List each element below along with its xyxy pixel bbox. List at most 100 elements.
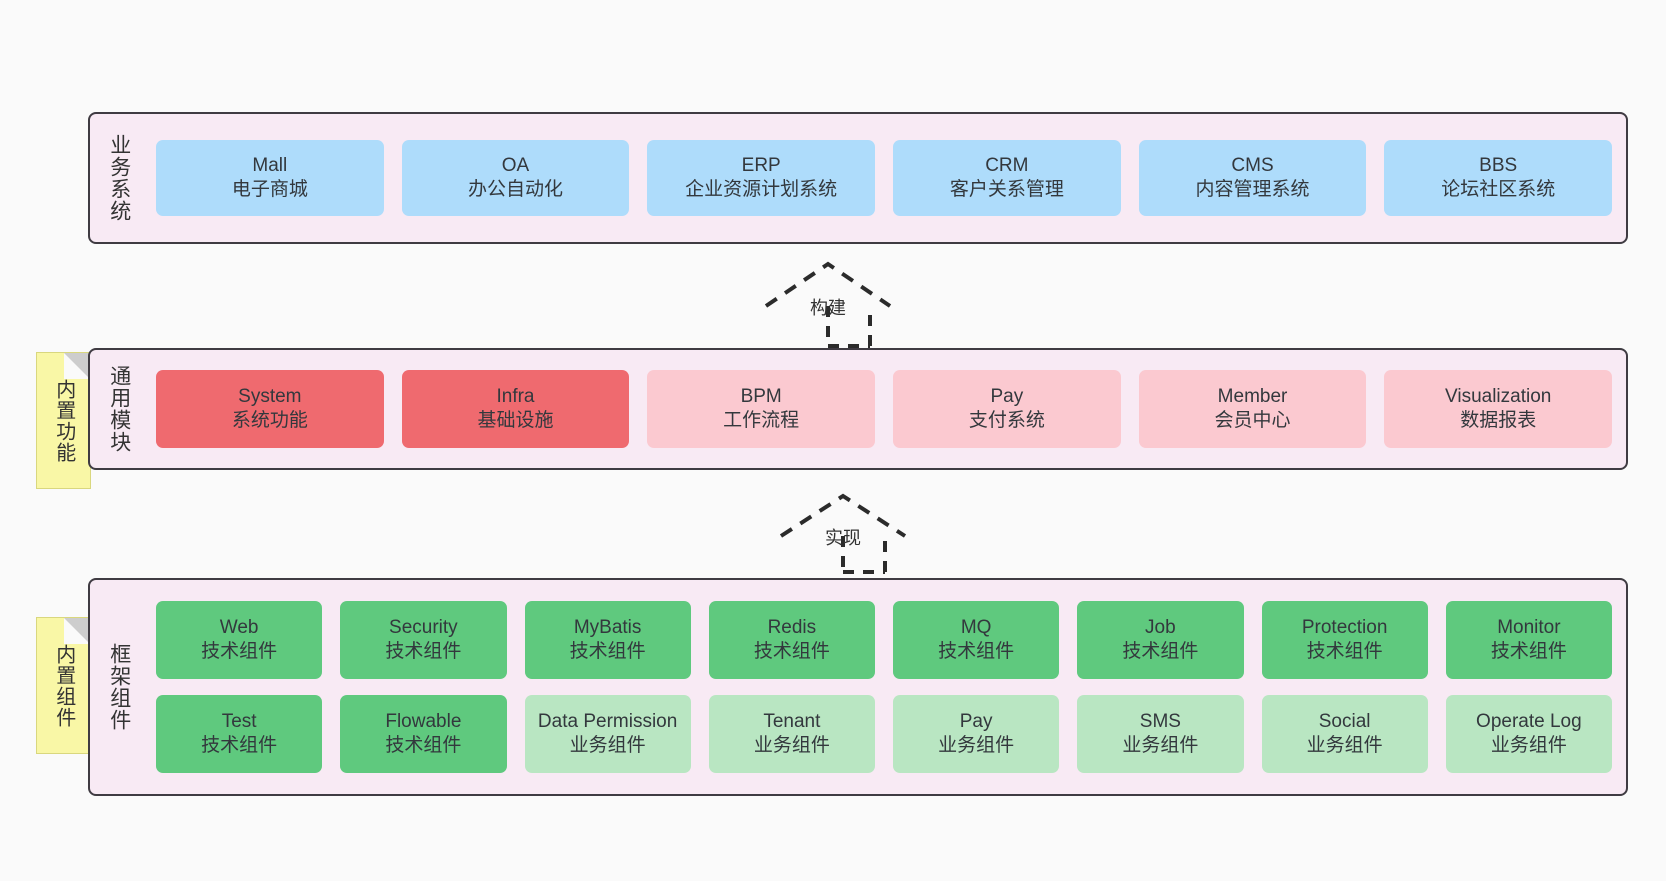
node-title: SMS	[1139, 710, 1181, 732]
note-fold-corner-icon	[64, 353, 90, 379]
node-mall[interactable]: Mall 电子商城	[156, 140, 384, 216]
layer-row: System 系统功能 Infra 基础设施 BPM 工作流程 Pay 支付系统…	[156, 370, 1613, 448]
node-subtitle: 数据报表	[1460, 410, 1537, 431]
node-redis[interactable]: Redis 技术组件	[708, 601, 875, 679]
node-title: BBS	[1479, 154, 1518, 176]
layer-body-framework-component: Web 技术组件 Security 技术组件 MyBatis 技术组件 Redi…	[142, 580, 1626, 794]
node-bpm[interactable]: BPM 工作流程	[647, 370, 876, 448]
layer-row: Mall 电子商城 OA 办公自动化 ERP 企业资源计划系统 CRM 客户关系…	[156, 140, 1613, 216]
node-title: System	[238, 385, 302, 407]
node-title: Pay	[990, 385, 1024, 407]
node-title: BPM	[740, 385, 782, 407]
note-text: 内置功能	[52, 378, 75, 463]
node-title: CMS	[1231, 154, 1274, 176]
node-subtitle: 业务组件	[569, 735, 646, 756]
node-subtitle: 技术组件	[569, 641, 646, 662]
node-tenant[interactable]: Tenant 业务组件	[708, 695, 875, 773]
note-text: 内置组件	[52, 643, 75, 728]
node-flowable[interactable]: Flowable 技术组件	[340, 695, 507, 773]
layer-title-framework-component: 框架组件	[107, 643, 131, 731]
connector-build: 构建	[750, 258, 910, 350]
node-title: Member	[1217, 385, 1288, 407]
node-test[interactable]: Test 技术组件	[156, 695, 323, 773]
layer-common-module: 通用模块 System 系统功能 Infra 基础设施 BPM 工作流程 Pay…	[88, 348, 1628, 470]
node-subtitle: 业务组件	[1306, 735, 1383, 756]
node-crm[interactable]: CRM 客户关系管理	[893, 140, 1121, 216]
connector-implement: 实现	[765, 490, 925, 576]
node-subtitle: 技术组件	[385, 735, 462, 756]
node-title: Flowable	[385, 710, 462, 732]
node-title: Operate Log	[1476, 710, 1582, 732]
node-mq[interactable]: MQ 技术组件	[893, 601, 1060, 679]
node-security[interactable]: Security 技术组件	[340, 601, 507, 679]
note-builtin-component: 内置组件	[36, 617, 91, 754]
node-title: Pay	[959, 710, 993, 732]
node-subtitle: 客户关系管理	[949, 179, 1064, 200]
node-member[interactable]: Member 会员中心	[1138, 370, 1367, 448]
node-title: OA	[501, 154, 530, 176]
node-cms[interactable]: CMS 内容管理系统	[1138, 140, 1367, 216]
node-subtitle: 业务组件	[938, 735, 1015, 756]
node-subtitle: 技术组件	[385, 641, 462, 662]
node-system[interactable]: System 系统功能	[156, 370, 384, 448]
node-oa[interactable]: OA 办公自动化	[401, 140, 630, 216]
node-pay-component[interactable]: Pay 业务组件	[893, 695, 1060, 773]
node-visualization[interactable]: Visualization 数据报表	[1384, 370, 1613, 448]
dashed-generalization-arrow-icon	[779, 493, 907, 574]
node-sms[interactable]: SMS 业务组件	[1077, 695, 1244, 773]
layer-framework-component: 框架组件 Web 技术组件 Security 技术组件 MyBatis 技术组件…	[88, 578, 1628, 796]
node-protection[interactable]: Protection 技术组件	[1261, 601, 1428, 679]
node-infra[interactable]: Infra 基础设施	[401, 370, 630, 448]
node-bbs[interactable]: BBS 论坛社区系统	[1384, 140, 1613, 216]
layer-business-system: 业务系统 Mall 电子商城 OA 办公自动化 ERP 企业资源计划系统 CRM…	[88, 112, 1628, 244]
node-web[interactable]: Web 技术组件	[156, 601, 323, 679]
node-subtitle: 办公自动化	[468, 179, 564, 200]
node-subtitle: 内容管理系统	[1195, 179, 1310, 200]
node-title: Visualization	[1445, 385, 1552, 407]
node-title: Web	[219, 616, 259, 638]
node-title: Infra	[496, 385, 535, 407]
node-subtitle: 技术组件	[1490, 641, 1567, 662]
node-subtitle: 业务组件	[1490, 735, 1567, 756]
layer-title-common-module: 通用模块	[107, 365, 131, 453]
connector-label-implement: 实现	[825, 528, 861, 548]
node-title: MyBatis	[573, 616, 642, 638]
node-erp[interactable]: ERP 企业资源计划系统	[647, 140, 876, 216]
node-subtitle: 技术组件	[938, 641, 1015, 662]
node-mybatis[interactable]: MyBatis 技术组件	[524, 601, 691, 679]
node-title: Social	[1318, 710, 1371, 732]
node-subtitle: 工作流程	[723, 410, 800, 431]
node-title: Test	[221, 710, 257, 732]
layer-row: Web 技术组件 Security 技术组件 MyBatis 技术组件 Redi…	[156, 601, 1612, 679]
node-subtitle: 企业资源计划系统	[685, 179, 838, 200]
node-job[interactable]: Job 技术组件	[1077, 601, 1244, 679]
node-subtitle: 系统功能	[231, 410, 308, 431]
node-subtitle: 论坛社区系统	[1441, 179, 1556, 200]
node-title: Monitor	[1497, 616, 1561, 638]
node-subtitle: 电子商城	[231, 179, 308, 200]
node-title: Security	[389, 616, 458, 638]
node-operate-log[interactable]: Operate Log 业务组件	[1445, 695, 1612, 773]
node-title: Tenant	[763, 710, 821, 732]
node-pay[interactable]: Pay 支付系统	[893, 370, 1121, 448]
node-title: Job	[1145, 616, 1176, 638]
node-subtitle: 基础设施	[477, 410, 554, 431]
node-subtitle: 技术组件	[201, 735, 278, 756]
node-subtitle: 业务组件	[1122, 735, 1199, 756]
node-monitor[interactable]: Monitor 技术组件	[1445, 601, 1612, 679]
layer-row: Test 技术组件 Flowable 技术组件 Data Permission …	[156, 695, 1612, 773]
node-title: Protection	[1301, 616, 1388, 638]
node-subtitle: 支付系统	[968, 410, 1045, 431]
node-data-permission[interactable]: Data Permission 业务组件	[524, 695, 691, 773]
node-subtitle: 业务组件	[753, 735, 830, 756]
connector-label-build: 构建	[810, 298, 846, 318]
node-subtitle: 技术组件	[1122, 641, 1199, 662]
note-fold-corner-icon	[64, 618, 90, 644]
node-title: MQ	[960, 616, 992, 638]
node-subtitle: 技术组件	[201, 641, 278, 662]
node-title: CRM	[985, 154, 1029, 176]
node-social[interactable]: Social 业务组件	[1261, 695, 1428, 773]
layer-body-common-module: System 系统功能 Infra 基础设施 BPM 工作流程 Pay 支付系统…	[142, 350, 1626, 468]
node-subtitle: 技术组件	[753, 641, 830, 662]
